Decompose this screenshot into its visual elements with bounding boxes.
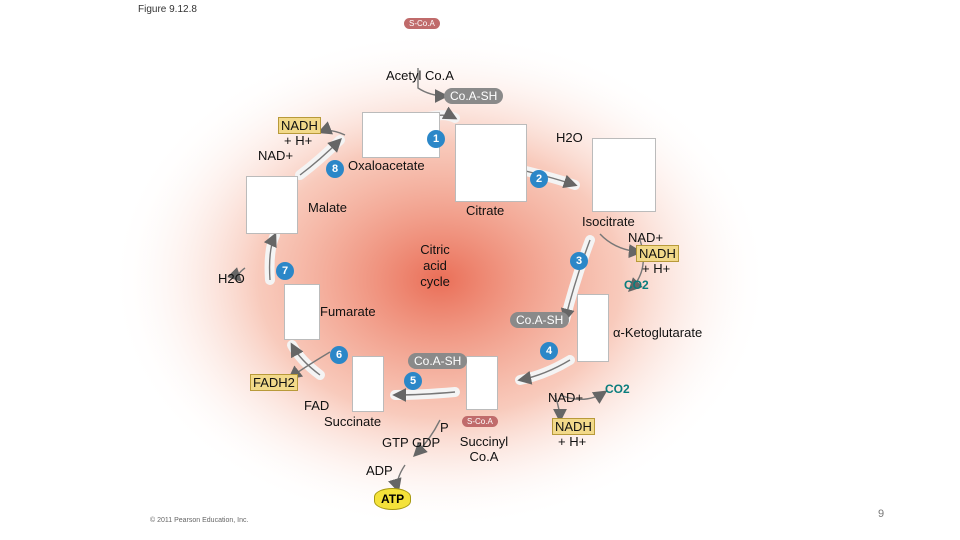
step-8: 8 bbox=[326, 160, 344, 178]
coa-sh-top: Co.A-SH bbox=[444, 88, 504, 104]
step-5: 5 bbox=[404, 372, 422, 390]
step-7: 7 bbox=[276, 262, 294, 280]
citrate-label: Citrate bbox=[466, 203, 505, 218]
h2o-top: H2O bbox=[556, 130, 583, 145]
step-4: 4 bbox=[540, 342, 558, 360]
coa-sh-bottom: Co.A-SH bbox=[408, 353, 468, 369]
step-6: 6 bbox=[330, 346, 348, 364]
fadh2: FADH2 bbox=[250, 374, 298, 391]
co2-akg: CO2 bbox=[605, 382, 630, 396]
h-malate: + H+ bbox=[284, 133, 313, 148]
s-coa-tag: S-Co.A bbox=[404, 18, 440, 29]
pi: P bbox=[440, 420, 449, 435]
alpha-ketoglutarate-label: α-Ketoglutarate bbox=[613, 325, 703, 340]
copyright: © 2011 Pearson Education, Inc. bbox=[150, 517, 249, 524]
malate-label: Malate bbox=[308, 200, 348, 215]
fumarate-structure bbox=[284, 284, 320, 340]
succinate-label: Succinate bbox=[324, 414, 382, 429]
alpha-ketoglutarate-structure bbox=[577, 294, 609, 362]
succinate-structure bbox=[352, 356, 384, 412]
h2o-left: H2O bbox=[218, 271, 245, 286]
adp: ADP bbox=[366, 463, 393, 478]
succinyl-coa-structure bbox=[466, 356, 498, 410]
fad: FAD bbox=[304, 398, 330, 413]
step-3: 3 bbox=[570, 252, 588, 270]
h-iso: + H+ bbox=[642, 261, 671, 276]
gtp: GTP bbox=[382, 435, 409, 450]
step-1: 1 bbox=[427, 130, 445, 148]
acetyl-coa-structure: S-Co.A bbox=[400, 18, 446, 60]
page-number: 9 bbox=[878, 508, 885, 520]
nadh-iso: NADH bbox=[636, 245, 679, 262]
nad-akg: NAD+ bbox=[548, 390, 584, 405]
center-label: Citric acid cycle bbox=[420, 242, 450, 289]
succinyl-coa-label: Succinyl Co.A bbox=[459, 434, 509, 464]
co2-iso: CO2 bbox=[624, 278, 649, 292]
nad-malate: NAD+ bbox=[258, 148, 294, 163]
nadh-akg: NADH bbox=[552, 418, 595, 435]
h-akg: + H+ bbox=[558, 434, 587, 449]
gdp: GDP bbox=[412, 435, 441, 450]
atp-badge: ATP bbox=[374, 488, 412, 510]
oxaloacetate-label: Oxaloacetate bbox=[348, 158, 425, 173]
isocitrate-structure bbox=[592, 138, 656, 212]
citrate-structure bbox=[455, 124, 527, 202]
succinyl-s-coa-tag: S-Co.A bbox=[462, 416, 498, 427]
acetyl-coa-label: Acetyl Co.A bbox=[386, 68, 454, 83]
coa-sh-right: Co.A-SH bbox=[510, 312, 570, 328]
nad-iso: NAD+ bbox=[628, 230, 664, 245]
step-2: 2 bbox=[530, 170, 548, 188]
figure-label: Figure 9.12.8 bbox=[138, 4, 197, 15]
isocitrate-label: Isocitrate bbox=[582, 214, 635, 229]
nadh-malate: NADH bbox=[278, 117, 321, 134]
malate-structure bbox=[246, 176, 298, 234]
fumarate-label: Fumarate bbox=[320, 304, 376, 319]
